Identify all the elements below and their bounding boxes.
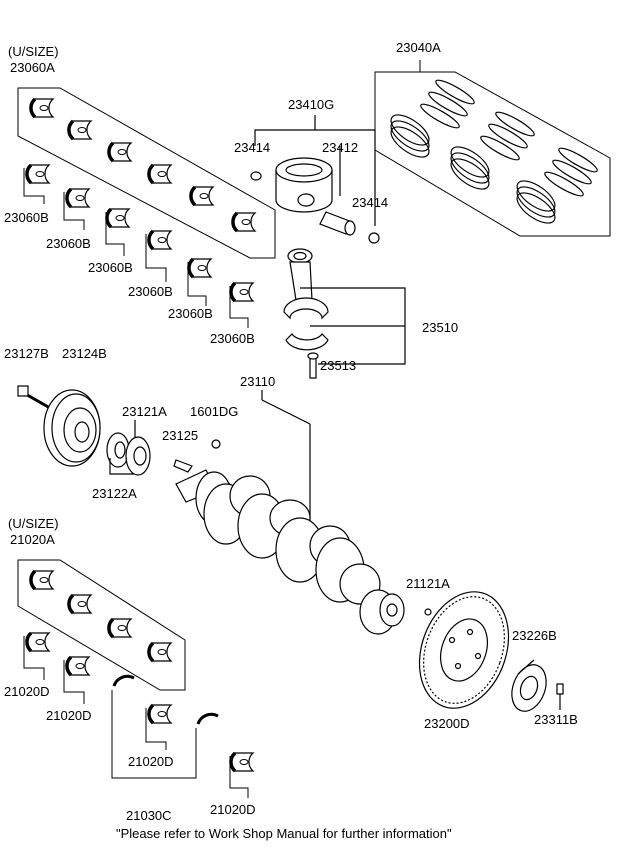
- label-23513: 23513: [320, 358, 357, 373]
- upper-bearing-panel: [17, 87, 276, 259]
- label-23510: 23510: [422, 320, 459, 335]
- label-23412: 23412: [322, 140, 359, 155]
- label-23121A: 23121A: [122, 404, 167, 419]
- label-23311B: 23311B: [534, 712, 578, 727]
- label-21020D-4: 21020D: [210, 802, 256, 817]
- piston-assembly: [250, 115, 380, 244]
- label-21020D-3: 21020D: [128, 754, 174, 769]
- label-23060B-3: 23060B: [88, 260, 133, 275]
- lower-bearing-panel: [17, 559, 186, 691]
- label-1601DG: 1601DG: [190, 404, 239, 419]
- label-usize-lower: (U/SIZE): [8, 516, 59, 531]
- label-23060B-4: 23060B: [128, 284, 173, 299]
- label-23414-right: 23414: [352, 195, 389, 210]
- label-23122A: 23122A: [92, 486, 137, 501]
- label-23060A: 23060A: [10, 60, 55, 75]
- piston-rings-panel: [374, 60, 611, 237]
- label-23124B: 23124B: [62, 346, 107, 361]
- label-23040A: 23040A: [396, 40, 441, 55]
- label-23127B: 23127B: [4, 346, 49, 361]
- label-23060B-5: 23060B: [168, 306, 213, 321]
- label-23125: 23125: [162, 428, 199, 443]
- label-23410G: 23410G: [288, 97, 335, 112]
- connecting-rod: [283, 248, 406, 379]
- label-23414-left: 23414: [234, 140, 271, 155]
- label-23110: 23110: [240, 374, 276, 389]
- label-23226B: 23226B: [512, 628, 557, 643]
- label-21020D-2: 21020D: [46, 708, 92, 723]
- label-21030C: 21030C: [126, 808, 172, 823]
- bearings-23060B: [23, 163, 255, 328]
- label-23200D: 23200D: [424, 716, 470, 731]
- drive-plate-assembly: [418, 591, 564, 712]
- bearings-21020D: [23, 631, 255, 798]
- footer-note: "Please refer to Work Shop Manual for fu…: [116, 826, 452, 841]
- crankshaft: [175, 390, 432, 635]
- damper-pulley-group: [17, 385, 221, 476]
- label-usize-upper: (U/SIZE): [8, 44, 59, 59]
- label-21121A: 21121A: [406, 576, 450, 591]
- label-21020A: 21020A: [10, 532, 55, 547]
- label-23060B-2: 23060B: [46, 236, 91, 251]
- label-23060B-6: 23060B: [210, 331, 255, 346]
- label-23060B-1: 23060B: [4, 210, 49, 225]
- label-21020D-1: 21020D: [4, 684, 50, 699]
